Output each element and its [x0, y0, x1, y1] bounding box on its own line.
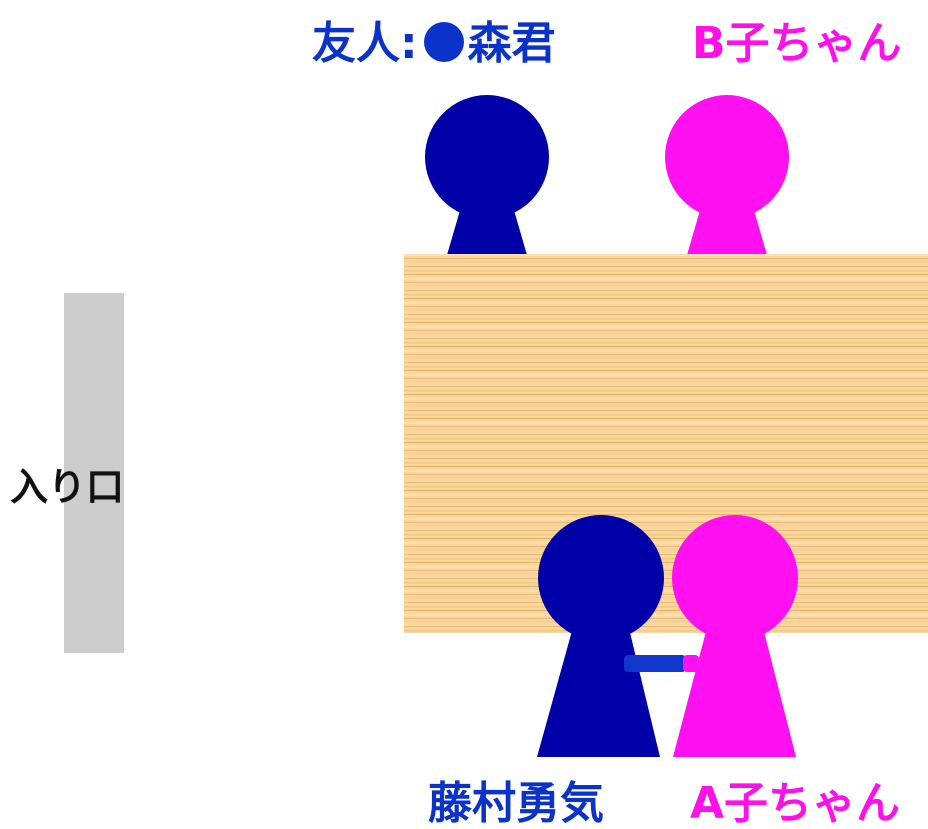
table: [404, 254, 928, 633]
friend-label: 友人:森君: [312, 22, 556, 66]
entrance-door: [64, 293, 124, 653]
b-girl-label: B子ちゃん: [692, 18, 902, 69]
fujimura-hand: [624, 655, 686, 672]
fujimura-figure: [537, 515, 664, 757]
a-girl-label: A子ちゃん: [690, 778, 901, 829]
b-girl-figure: [665, 95, 789, 255]
friend-prefix: 友人:: [312, 18, 418, 69]
male-marker-dot: [423, 22, 464, 62]
a-girl-figure: [672, 515, 798, 757]
a-girl-hand: [683, 655, 699, 672]
friend-mori-figure: [425, 95, 549, 255]
entrance-label: 入り口: [10, 465, 125, 509]
fujimura-label: 藤村勇気: [428, 778, 604, 829]
friend-name: 森君: [467, 18, 556, 69]
